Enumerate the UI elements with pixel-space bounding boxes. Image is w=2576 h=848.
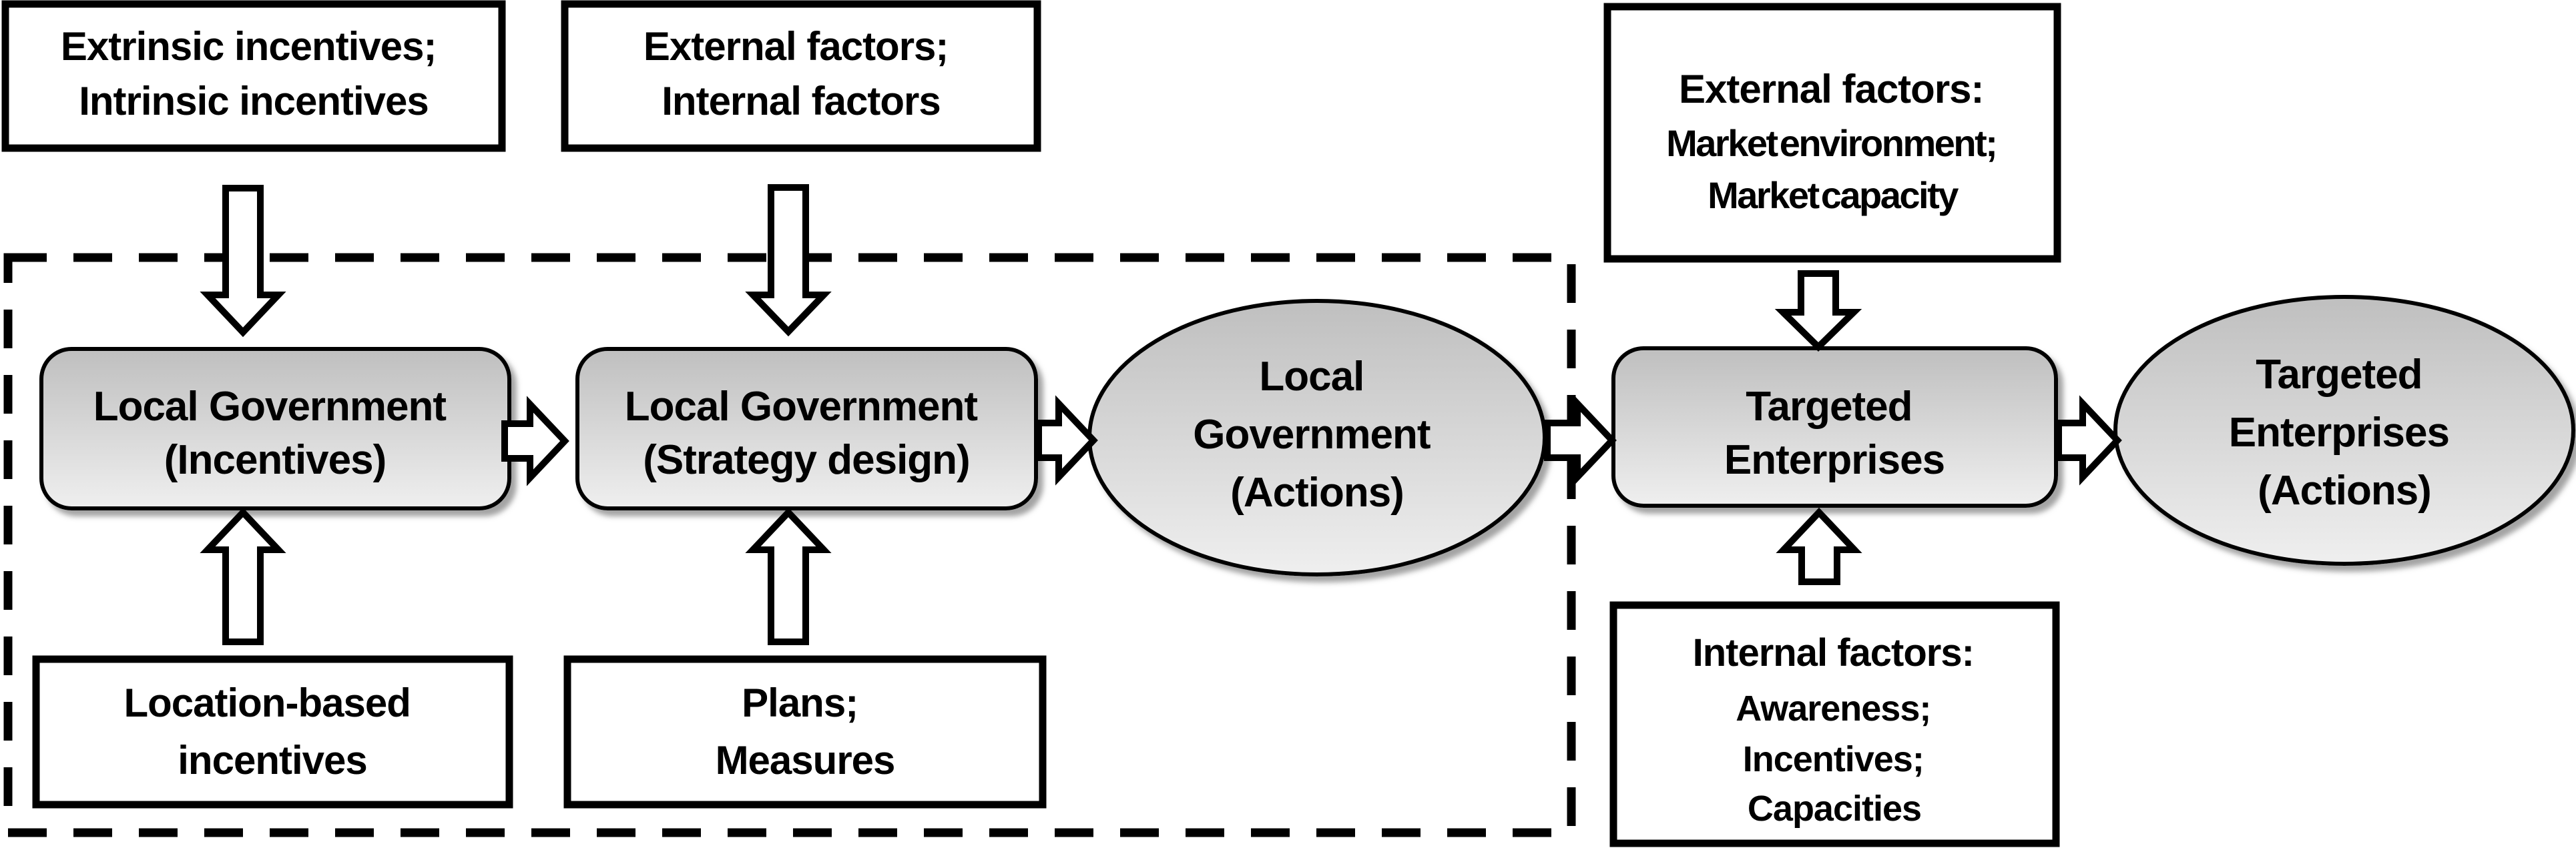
arrow-down-external-to-lg-strategy-icon [745, 184, 832, 337]
te-actions-ellipse [2113, 295, 2575, 566]
node-external-factors-market: External factors: Market environment; Ma… [1603, 3, 2061, 263]
local-government-boundary-dashed-box [3, 253, 1576, 837]
arrow-right-lg-actions-to-enterprises-icon [1544, 395, 1617, 486]
location-based-label: Location-based incentives [123, 681, 421, 783]
node-location-based-incentives: Location-based incentives [32, 655, 513, 809]
arrow-up-internal-to-targeted-enterprises-icon [1776, 507, 1862, 585]
node-local-government-actions: Local Government (Actions) [1087, 299, 1547, 576]
extrinsic-intrinsic-box [1, 0, 506, 152]
internal-factors-label: Internal factors: Awareness; Incentives;… [1693, 631, 1977, 829]
location-based-box [32, 655, 513, 809]
node-targeted-enterprises-actions: Targeted Enterprises (Actions) [2113, 295, 2575, 566]
arrow-down-extrinsic-to-lg-incentives-icon [200, 185, 286, 338]
node-local-government-incentives: Local Government (Incentives) [39, 347, 511, 510]
internal-factors-box [1609, 601, 2060, 847]
arrow-down-market-to-targeted-enterprises-icon [1774, 270, 1862, 352]
extrinsic-intrinsic-label: Extrinsic incentives; Intrinsic incentiv… [61, 24, 447, 123]
external-factors-market-box [1603, 3, 2061, 263]
arrow-up-location-to-lg-incentives-icon [200, 507, 286, 645]
node-external-internal-factors: External factors; Internal factors [561, 0, 1041, 152]
external-factors-market-label: External factors: Market environment; Ma… [1666, 67, 1999, 216]
plans-measures-box [563, 655, 1047, 809]
node-internal-factors: Internal factors: Awareness; Incentives;… [1609, 601, 2060, 847]
node-plans-measures: Plans; Measures [563, 655, 1047, 809]
external-internal-label: External factors; Internal factors [643, 24, 959, 123]
node-extrinsic-intrinsic-incentives: Extrinsic incentives; Intrinsic incentiv… [1, 0, 506, 152]
arrow-right-enterprises-to-te-actions-icon [2055, 395, 2122, 486]
arrow-right-incentives-to-strategy-icon [501, 396, 569, 486]
te-actions-label: Targeted Enterprises (Actions) [2229, 352, 2460, 514]
lg-actions-label: Local Government (Actions) [1193, 354, 1441, 516]
node-local-government-strategy: Local Government (Strategy design) [575, 347, 1038, 510]
lg-incentives-label: Local Government (Incentives) [93, 384, 457, 483]
targeted-enterprises-label: Targeted Enterprises [1724, 384, 1945, 483]
arrow-right-strategy-to-lg-actions-icon [1035, 395, 1098, 486]
node-targeted-enterprises: Targeted Enterprises [1611, 346, 2058, 508]
external-internal-box [561, 0, 1041, 152]
lg-strategy-label: Local Government (Strategy design) [625, 384, 989, 483]
arrow-up-plans-to-lg-strategy-icon [745, 507, 832, 645]
plans-measures-label: Plans; Measures [716, 681, 895, 783]
